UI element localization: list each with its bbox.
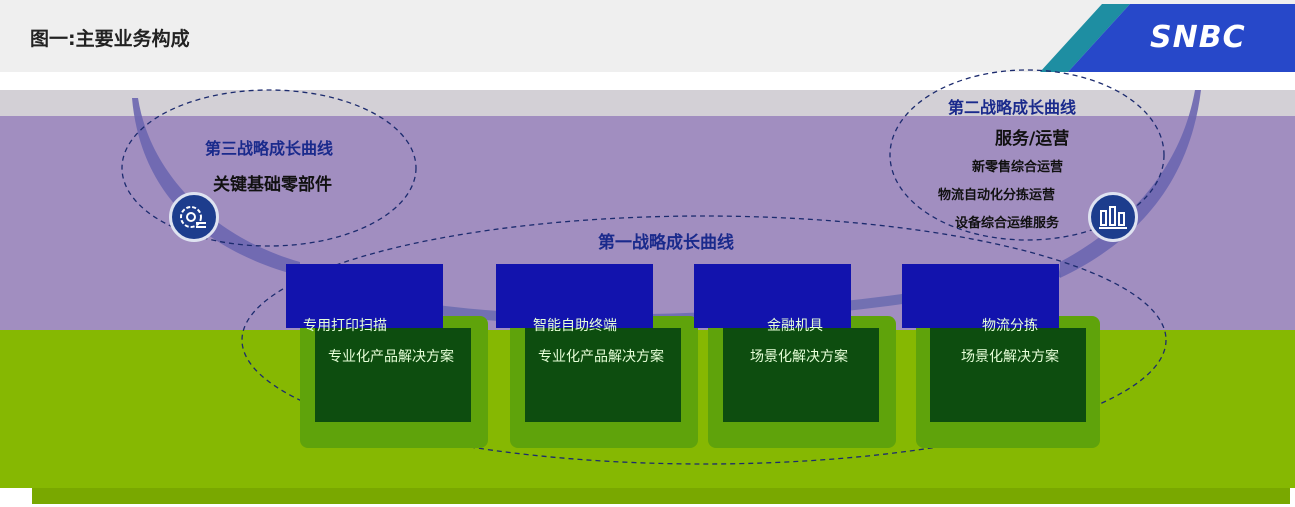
logo-block bbox=[1040, 4, 1295, 72]
second-curve-swoosh bbox=[1060, 90, 1201, 278]
card-subtitle: 专业化产品解决方案 bbox=[538, 349, 664, 365]
bottom-strip bbox=[32, 488, 1290, 504]
second-curve-item: 物流自动化分拣运营 bbox=[938, 188, 1056, 203]
third-curve-subtitle: 关键基础零部件 bbox=[213, 175, 332, 195]
card-title: 智能自助终端 bbox=[533, 318, 617, 334]
card-title: 物流分拣 bbox=[982, 318, 1038, 334]
third-curve-ellipse bbox=[121, 89, 417, 247]
second-curve-item: 设备综合运维服务 bbox=[955, 216, 1060, 231]
snbc-logo: SNBC bbox=[1150, 20, 1246, 55]
second-curve-item: 新零售综合运营 bbox=[972, 160, 1064, 175]
first-curve-ellipse bbox=[241, 215, 1167, 465]
gear-list-icon bbox=[169, 192, 219, 242]
page-title: 图一:主要业务构成 bbox=[30, 28, 190, 50]
card-subtitle: 场景化解决方案 bbox=[961, 349, 1059, 365]
card-title: 专用打印扫描 bbox=[303, 318, 387, 334]
first-curve-title: 第一战略成长曲线 bbox=[598, 233, 734, 253]
third-curve-swoosh bbox=[132, 98, 300, 276]
gray-strip bbox=[0, 90, 1295, 116]
second-curve-title: 第二战略成长曲线 bbox=[948, 98, 1077, 117]
third-curve-title: 第三战略成长曲线 bbox=[205, 139, 334, 158]
second-curve-ellipse bbox=[889, 69, 1165, 241]
bar-chart-icon bbox=[1088, 192, 1138, 242]
second-curve-subtitle: 服务/运营 bbox=[995, 129, 1070, 149]
card-subtitle: 场景化解决方案 bbox=[750, 349, 848, 365]
card-title: 金融机具 bbox=[767, 318, 823, 334]
card-subtitle: 专业化产品解决方案 bbox=[328, 349, 454, 365]
